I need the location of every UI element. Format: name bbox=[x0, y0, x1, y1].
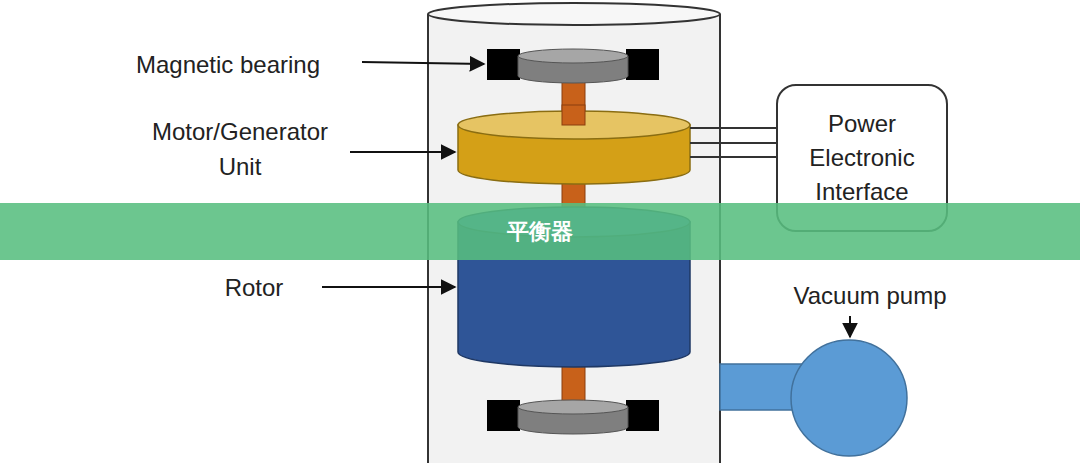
bearing-disk-top bbox=[518, 49, 628, 63]
part-label: Rotor bbox=[194, 270, 314, 305]
vacuum-pipe bbox=[720, 364, 802, 410]
leader-arrow bbox=[362, 62, 484, 64]
bearing-magnet bbox=[487, 400, 520, 431]
part-label: Magnetic bearing bbox=[98, 47, 358, 82]
leader-arrow bbox=[322, 286, 455, 288]
power-wire bbox=[690, 127, 777, 129]
banner-text: 平衡器 bbox=[507, 217, 573, 247]
bearing-magnet bbox=[487, 49, 520, 80]
power-wire bbox=[690, 142, 777, 144]
power-wire bbox=[690, 156, 777, 158]
leader-arrow bbox=[849, 316, 851, 337]
leader-arrow bbox=[350, 151, 455, 153]
box-text: Power Electronic Interface bbox=[794, 107, 930, 209]
part-label: Vacuum pump bbox=[760, 278, 980, 313]
bearing-magnet bbox=[626, 400, 659, 431]
housing-top bbox=[428, 3, 720, 25]
shaft bbox=[562, 105, 585, 125]
part-label: Motor/Generator Unit bbox=[133, 114, 348, 184]
banner-band: 平衡器 bbox=[0, 203, 1080, 260]
shaft bbox=[562, 78, 585, 128]
vacuum-pump bbox=[791, 340, 907, 456]
bearing-disk-top bbox=[518, 400, 628, 414]
bearing-magnet bbox=[626, 49, 659, 80]
